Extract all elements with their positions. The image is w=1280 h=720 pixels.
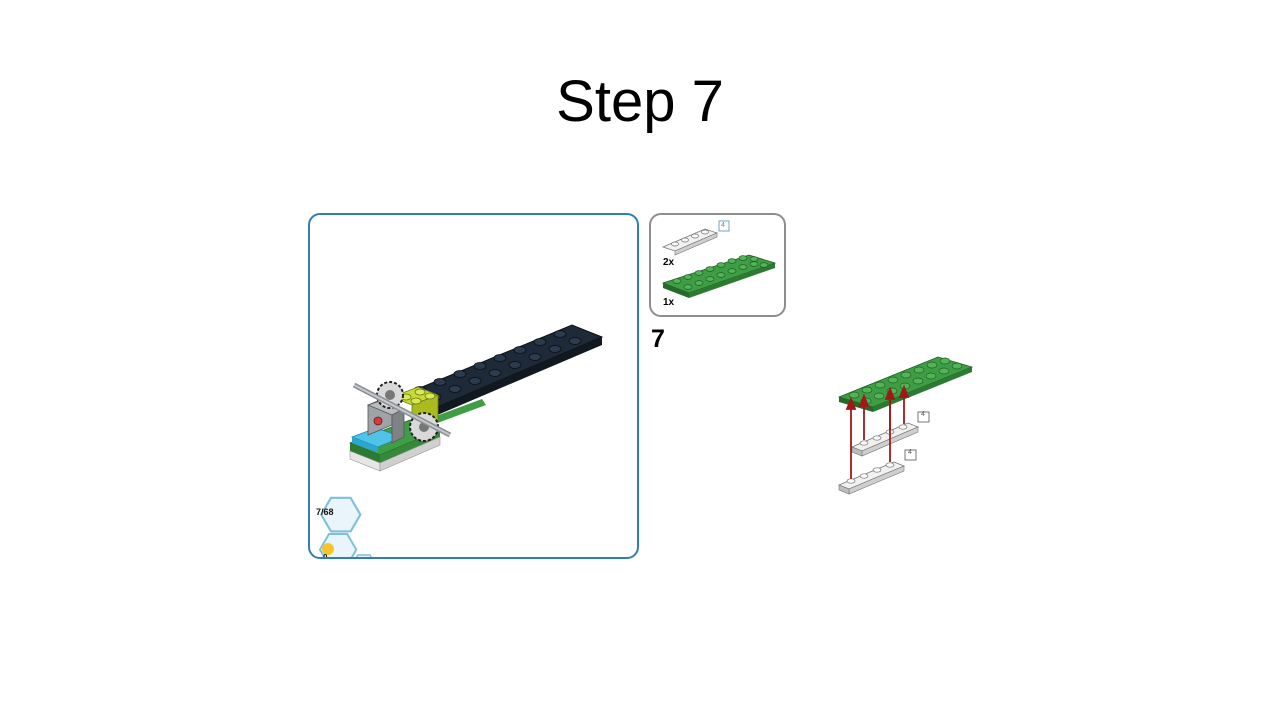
step-number: 7 <box>651 325 665 353</box>
model-panel: 7/68 0 <box>308 213 639 559</box>
part-quantity-gray-plate: 2x <box>663 257 675 268</box>
progress-badges <box>318 496 373 557</box>
slide-title: Step 7 <box>556 69 724 134</box>
score-counter: 0 <box>323 553 328 559</box>
parts-illustrations <box>661 220 777 298</box>
assembled-model-illustration <box>348 324 604 472</box>
exploded-tag-lower: 4 <box>908 449 912 456</box>
part-quantity-green-plate: 1x <box>663 297 675 308</box>
progress-counter: 7/68 <box>316 507 334 517</box>
exploded-tag-upper: 4 <box>921 411 925 418</box>
parts-list-panel: 4 2x 1x <box>649 213 786 317</box>
exploded-view-illustration <box>837 356 974 495</box>
part-length-tag: 4 <box>721 222 725 229</box>
